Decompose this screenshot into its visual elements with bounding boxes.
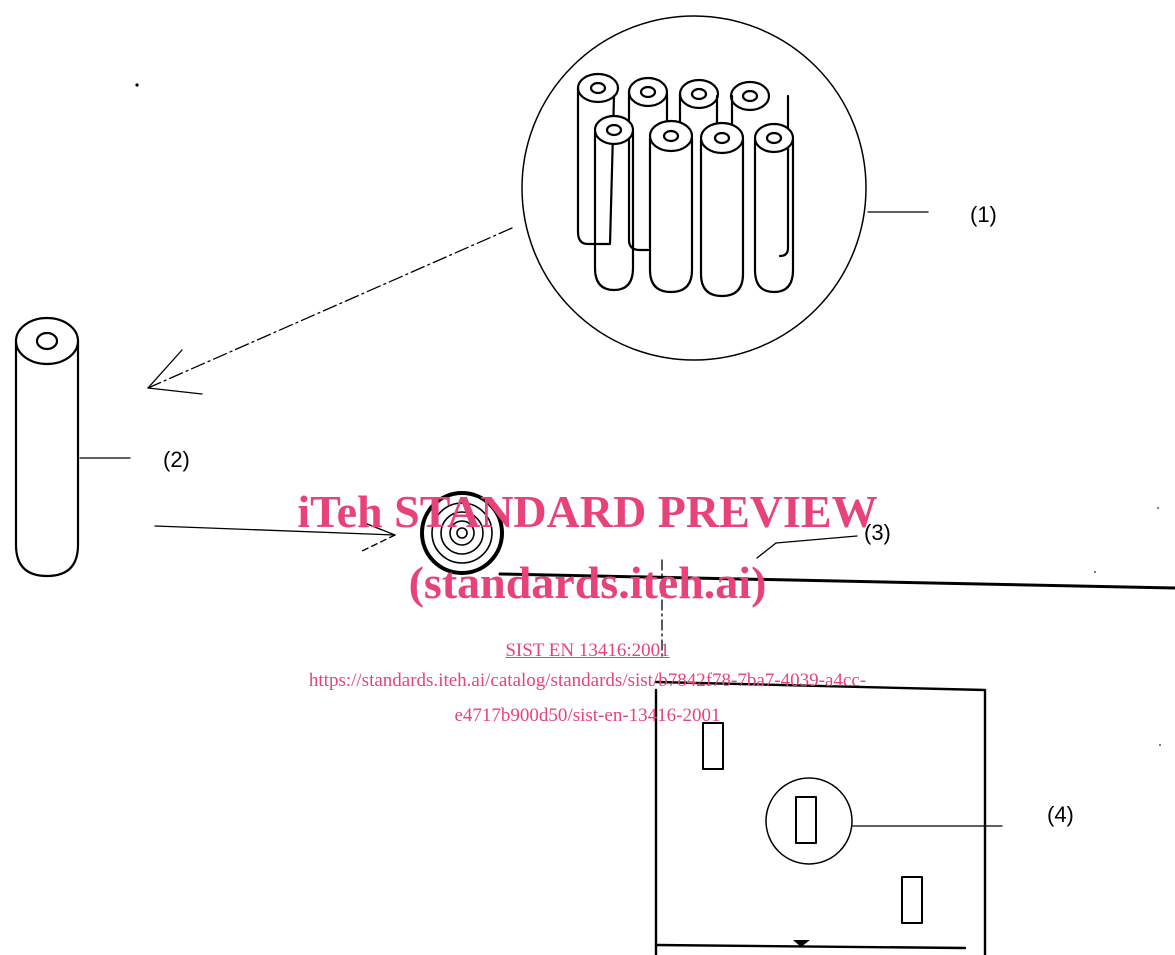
callout-label-1: (1) — [970, 202, 997, 227]
slot-2-highlight-circle — [765, 777, 853, 865]
tube-front-1-icon — [593, 114, 635, 292]
tube-front-2-icon — [648, 119, 694, 294]
tube-back-2-icon — [627, 76, 669, 252]
callout-label-2: (2) — [163, 447, 190, 472]
arrow-magnifier-to-tube — [147, 227, 513, 395]
watermark-title: iTeh STANDARD PREVIEW — [297, 486, 878, 537]
arrow-tube-to-section — [154, 521, 396, 553]
callout-label-4: (4) — [1047, 802, 1074, 827]
callout-label-3: (3) — [864, 520, 891, 545]
tube-bundle-magnifier — [521, 15, 867, 361]
speck-dot — [1094, 571, 1096, 573]
tube-back-3-icon — [678, 78, 720, 126]
specimen-plate — [654, 680, 987, 955]
tube-back-4-icon — [729, 80, 790, 258]
speck-dot — [1159, 744, 1161, 746]
tube-cross-section — [420, 491, 504, 575]
slot-1 — [702, 722, 724, 770]
watermark-subtitle: (standards.iteh.ai) — [408, 557, 767, 608]
tube-front-4-icon — [753, 122, 795, 294]
watermark-url-line-1[interactable]: https://standards.iteh.ai/catalog/standa… — [308, 670, 867, 691]
tube-front-3-icon — [699, 121, 745, 298]
speck-dot — [135, 83, 139, 87]
watermark-doc-link[interactable]: SIST EN 13416:2001 — [505, 640, 670, 661]
slot-3 — [901, 876, 923, 924]
speck-dot — [1157, 507, 1159, 509]
single-tube-icon — [14, 316, 80, 578]
slot-2 — [795, 796, 817, 844]
surface-line — [498, 535, 1175, 590]
watermark-url-line-2[interactable]: e4717b900d50/sist-en-13416-2001 — [454, 705, 721, 726]
tube-back-1-icon — [576, 72, 620, 246]
